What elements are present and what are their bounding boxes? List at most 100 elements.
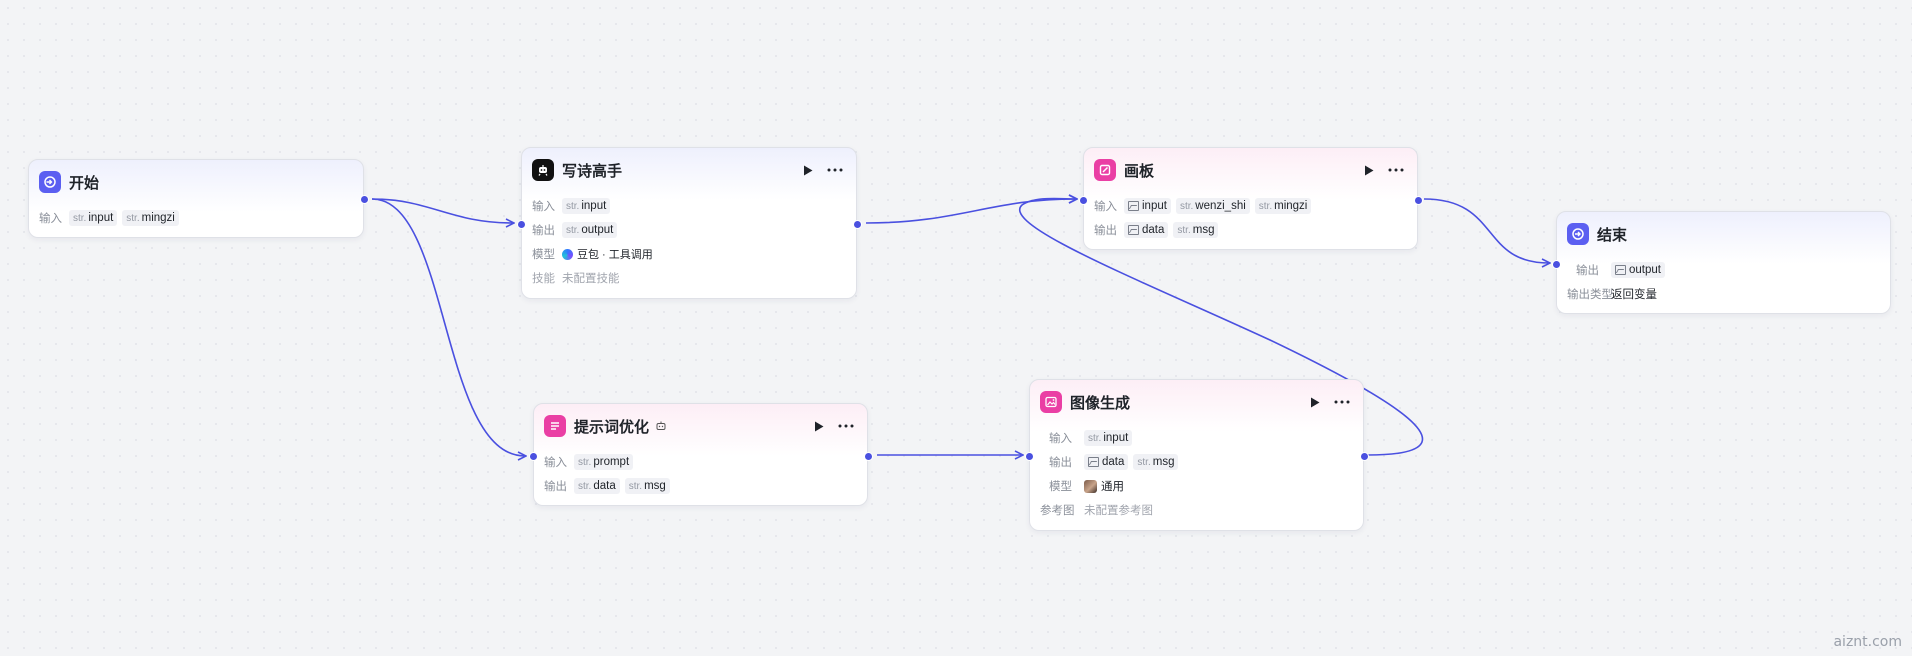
list-icon — [544, 415, 566, 437]
node-poet-title: 写诗高手 — [562, 162, 623, 180]
play-icon — [1311, 397, 1320, 407]
node-poet-skills-row: 技能 未配置技能 — [532, 269, 846, 287]
more-icon — [1388, 168, 1404, 172]
param-tag[interactable]: str.prompt — [574, 454, 634, 470]
node-start[interactable]: 开始 输入 str.input str.mingzi — [28, 159, 369, 238]
model-value: 通用 — [1101, 481, 1124, 493]
node-start-output-port[interactable] — [360, 195, 369, 204]
output-type-label: 输出类型 — [1567, 289, 1613, 301]
output-label: 输出 — [1576, 265, 1599, 277]
llm-robot-icon — [532, 159, 554, 181]
param-tag[interactable]: data — [1124, 222, 1169, 238]
node-start-title: 开始 — [69, 174, 100, 192]
edge-canvas-end[interactable] — [1423, 198, 1549, 263]
param-tag[interactable]: str.output — [562, 222, 618, 238]
param-tag[interactable]: str.input — [69, 210, 118, 226]
node-poet-header: 写诗高手 — [532, 158, 846, 182]
param-tag[interactable]: input — [1124, 198, 1171, 214]
param-tag[interactable]: str.input — [562, 198, 611, 214]
run-button[interactable] — [798, 160, 818, 180]
param-tag[interactable]: str.data — [574, 478, 620, 494]
model-value: 豆包 · 工具调用 — [577, 249, 653, 261]
node-prompt-opt-output-port[interactable] — [864, 452, 873, 461]
output-label: 输出 — [1094, 225, 1117, 237]
node-image-gen-output-port[interactable] — [1360, 452, 1369, 461]
node-image-gen-model-row: 模型 通用 — [1040, 477, 1353, 495]
model-avatar-icon — [1084, 479, 1097, 493]
param-tag[interactable]: str.msg — [1173, 222, 1219, 238]
run-button[interactable] — [1359, 160, 1379, 180]
node-image-gen-input-port[interactable] — [1025, 452, 1034, 461]
image-type-icon — [1088, 457, 1099, 467]
node-image-gen-output-row: 输出 data str.msg — [1040, 453, 1353, 471]
ref-image-value: 未配置参考图 — [1084, 505, 1153, 517]
watermark: aiznt.com — [1833, 634, 1902, 650]
more-button[interactable] — [824, 160, 846, 180]
model-label: 模型 — [1049, 481, 1072, 493]
input-label: 输入 — [532, 201, 555, 213]
param-tag[interactable]: output — [1611, 262, 1665, 278]
play-icon — [815, 421, 824, 431]
play-icon — [1365, 165, 1374, 175]
node-image-gen-input-row: 输入 str.input — [1040, 429, 1353, 447]
param-tag[interactable]: str.wenzi_shi — [1175, 198, 1250, 214]
node-canvas-input-port[interactable] — [1079, 196, 1088, 205]
node-image-gen[interactable]: 图像生成 输入 str.input 输出 data str.msg 模型 通用 … — [1025, 379, 1369, 531]
image-type-icon — [1128, 201, 1139, 211]
node-poet-output-port[interactable] — [853, 220, 862, 229]
node-prompt-opt-output-row: 输出 str.data str.msg — [544, 477, 857, 495]
run-button[interactable] — [809, 416, 829, 436]
output-type-value: 返回变量 — [1611, 289, 1657, 301]
node-poet-input-port[interactable] — [517, 220, 526, 229]
param-tag[interactable]: str.mingzi — [1254, 198, 1312, 214]
node-end-input-port[interactable] — [1552, 260, 1561, 269]
node-poet-model-row: 模型 豆包 · 工具调用 — [532, 245, 846, 263]
param-tag[interactable]: str.msg — [624, 478, 670, 494]
end-arrow-icon — [1567, 223, 1589, 245]
input-label: 输入 — [1049, 433, 1072, 445]
model-label: 模型 — [532, 249, 555, 261]
doubao-logo-icon — [562, 248, 573, 260]
more-button[interactable] — [1385, 160, 1407, 180]
node-image-gen-header: 图像生成 — [1040, 390, 1353, 414]
node-end[interactable]: 结束 输出 output 输出类型 返回变量 — [1552, 211, 1891, 314]
node-image-gen-ref-row: 参考图 未配置参考图 — [1040, 501, 1353, 519]
node-end-title: 结束 — [1597, 226, 1628, 244]
robot-badge-icon — [655, 420, 667, 432]
node-canvas-input-row: 输入 input str.wenzi_shi str.mingzi — [1094, 197, 1407, 215]
node-prompt-opt-input-port[interactable] — [529, 452, 538, 461]
node-prompt-opt-header: 提示词优化 — [544, 414, 857, 438]
input-label: 输入 — [544, 457, 567, 469]
ref-image-label: 参考图 — [1040, 505, 1075, 517]
param-tag[interactable]: str.mingzi — [122, 210, 179, 226]
param-tag[interactable]: str.input — [1084, 430, 1133, 446]
image-type-icon — [1615, 265, 1626, 275]
more-icon — [827, 168, 843, 172]
output-label: 输出 — [544, 481, 567, 493]
edge-poet-canvas[interactable] — [865, 199, 1076, 224]
node-poet[interactable]: 写诗高手 输入 str.input 输出 str.output 模型 豆包 · … — [517, 147, 862, 299]
node-end-header: 结束 — [1567, 222, 1880, 246]
node-canvas-title: 画板 — [1124, 162, 1155, 180]
node-prompt-opt-title: 提示词优化 — [574, 418, 650, 436]
node-prompt-opt[interactable]: 提示词优化 输入 str.prompt 输出 str.data str.msg — [529, 403, 873, 506]
node-end-output-type-row: 输出类型 返回变量 — [1567, 285, 1880, 303]
node-canvas[interactable]: 画板 输入 input str.wenzi_shi str.mingzi 输出 … — [1079, 147, 1423, 250]
more-button[interactable] — [835, 416, 857, 436]
param-tag[interactable]: data — [1084, 454, 1129, 470]
node-image-gen-title: 图像生成 — [1070, 394, 1131, 412]
edge-start-poet[interactable] — [371, 198, 513, 223]
run-button[interactable] — [1305, 392, 1325, 412]
input-label: 输入 — [39, 213, 62, 225]
node-canvas-output-port[interactable] — [1414, 196, 1423, 205]
skills-value: 未配置技能 — [562, 273, 620, 285]
canvas-edit-icon — [1094, 159, 1116, 181]
param-tag[interactable]: str.msg — [1133, 454, 1179, 470]
image-icon — [1040, 391, 1062, 413]
node-poet-output-row: 输出 str.output — [532, 221, 846, 239]
more-button[interactable] — [1331, 392, 1353, 412]
edge-start-promptopt[interactable] — [371, 198, 525, 456]
output-label: 输出 — [1049, 457, 1072, 469]
input-label: 输入 — [1094, 201, 1117, 213]
